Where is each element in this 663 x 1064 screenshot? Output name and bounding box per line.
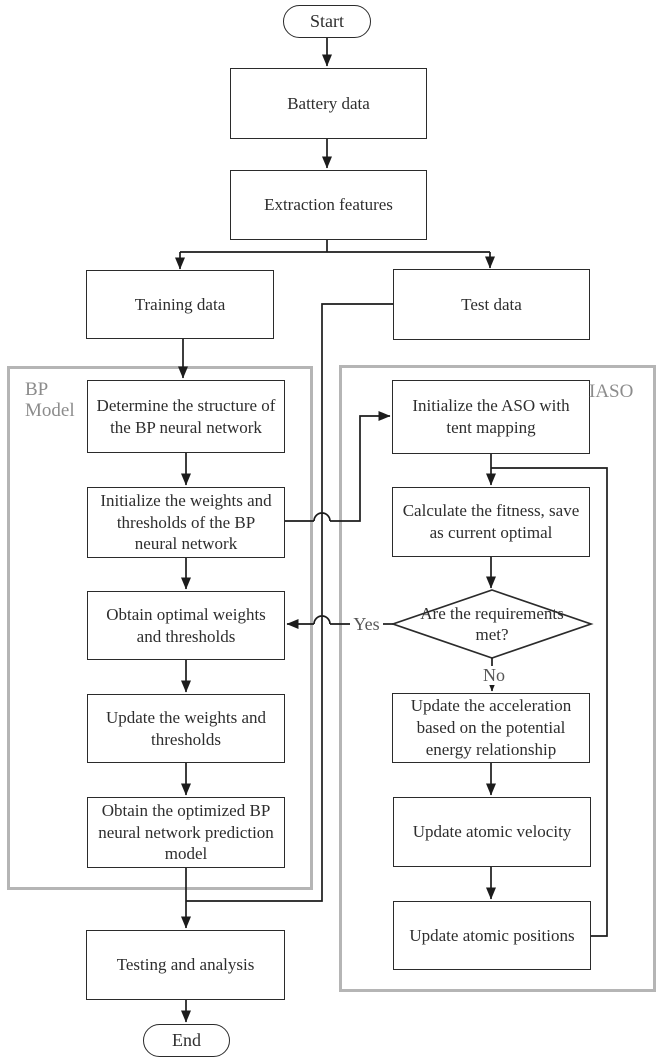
node-test-data: Test data <box>393 269 590 340</box>
node-calculate-fitness: Calculate the fitness, save as current o… <box>392 487 590 557</box>
node-end: End <box>143 1024 230 1057</box>
line-hop-yes <box>313 615 331 625</box>
yes-branch-label: Yes <box>350 615 383 634</box>
iaso-group-label: IASO <box>589 381 634 402</box>
bp-model-group-label: BP Model <box>25 379 75 421</box>
node-battery-data: Battery data <box>230 68 427 139</box>
node-extraction-features: Extraction features <box>230 170 427 240</box>
node-update-positions: Update atomic positions <box>393 901 591 970</box>
node-update-weights: Update the weights and thresholds <box>87 694 285 763</box>
no-branch-label: No <box>478 666 510 685</box>
node-start: Start <box>283 5 371 38</box>
node-determine-structure: Determine the structure of the BP neural… <box>87 380 285 453</box>
node-testing-analysis: Testing and analysis <box>86 930 285 1000</box>
node-initialize-aso: Initialize the ASO with tent mapping <box>392 380 590 454</box>
node-obtain-optimized-model: Obtain the optimized BP neural network p… <box>87 797 285 868</box>
line-hop-bp-to-iaso <box>313 512 331 522</box>
node-update-acceleration: Update the acceleration based on the pot… <box>392 693 590 763</box>
node-initialize-weights: Initialize the weights and thresholds of… <box>87 487 285 558</box>
node-update-velocity: Update atomic velocity <box>393 797 591 867</box>
node-requirements-decision: Are the requirements met? <box>420 603 564 644</box>
node-training-data: Training data <box>86 270 274 339</box>
node-obtain-optimal-weights: Obtain optimal weights and thresholds <box>87 591 285 660</box>
